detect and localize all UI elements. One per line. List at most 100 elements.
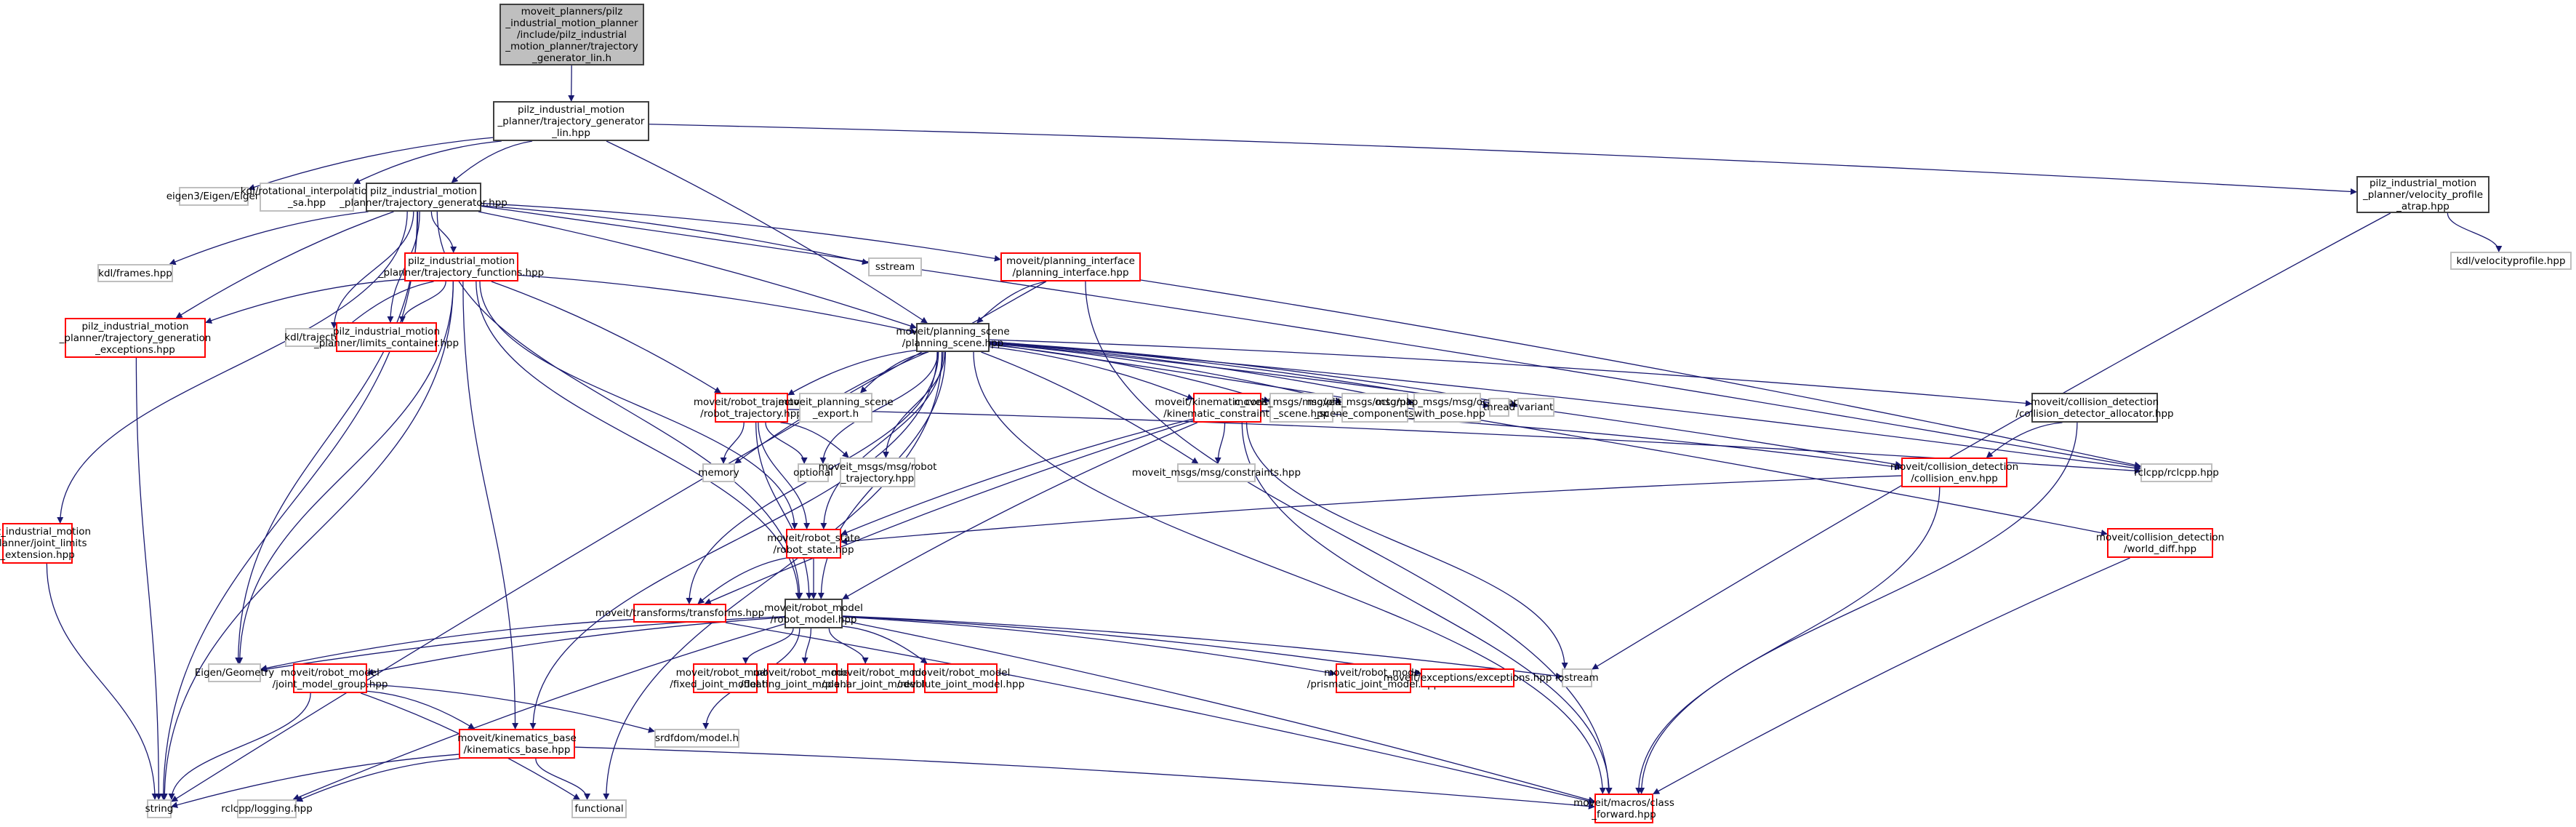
graph-node-jle[interactable]: pilz_industrial_motion _planner/joint_li… (0, 523, 91, 564)
edge-tfunc-to-tgexc (205, 279, 405, 324)
edge-tglin-to-tg (451, 140, 533, 183)
edge-tg-to-eigengeo (235, 211, 419, 664)
edge-tglin-to-ps (606, 140, 928, 324)
graph-node-velprof[interactable]: pilz_industrial_motion _planner/velocity… (2356, 176, 2489, 213)
graph-node-kc[interactable]: moveit/kinematic_constraints /kinematic_… (1155, 393, 1300, 423)
graph-node-rstate[interactable]: moveit/robot_state /robot_state.hpp (767, 529, 860, 559)
edge-ps-to-msgrt (882, 351, 945, 458)
edge-tg-to-pi (481, 202, 1001, 262)
edge-kinbase-to-string (171, 754, 460, 809)
edge-tg-to-tgexc (175, 211, 394, 319)
edge-rmodel-to-iostream (842, 615, 1562, 679)
graph-node-rmodel[interactable]: moveit/robot_model /robot_model.hpp (764, 599, 863, 628)
edge-ps-to-wdiff (989, 343, 2108, 536)
graph-node-exceptions[interactable]: moveit/exceptions/exceptions.hpp (1384, 668, 1552, 687)
edge-pi-to-rclcpp (1140, 279, 2141, 468)
graph-node-optional: optional (793, 463, 833, 482)
graph-node-msgcon: moveit_msgs/msg/constraints.hpp (1132, 463, 1301, 482)
edge-kc-to-transforms (704, 420, 1194, 604)
graph-node-string: string (145, 799, 173, 818)
edge-wdiff-to-classfwd (1653, 557, 2130, 795)
edge-tg-to-jle (57, 211, 408, 524)
edge-ps-to-cda (989, 339, 2032, 407)
graph-node-kdlframes: kdl/frames.hpp (97, 264, 173, 282)
edge-tglin-to-eigen (248, 137, 494, 191)
edge-tg-to-string (160, 211, 418, 800)
edge-rtraj-to-memory (720, 422, 745, 464)
graph-node-tfunc[interactable]: pilz_industrial_motion _planner/trajecto… (379, 252, 544, 281)
edge-ps-to-classfwd (973, 351, 1606, 794)
edge-tg-to-kdltraj (330, 211, 414, 329)
edge-ps-to-kinbase (529, 351, 938, 730)
graph-node-eigengeo: Eigen/Geometry (195, 663, 274, 682)
graph-node-cda[interactable]: moveit/collision_detection /collision_de… (2015, 393, 2174, 423)
graph-node-ps[interactable]: moveit/planning_scene /planning_scene.hp… (896, 323, 1010, 352)
graph-node-octo: octomap_msgs/msg/octomap _with_pose.hpp (1375, 393, 1520, 423)
edge-rmodel-to-fixed (742, 628, 794, 664)
graph-node-planar[interactable]: moveit/robot_model /planar_joint_model.h… (822, 663, 940, 693)
graph-node-sstream: sstream (868, 257, 922, 276)
graph-node-jmg[interactable]: moveit/robot_model /joint_model_group.hp… (273, 663, 388, 693)
graph-node-kinbase[interactable]: moveit/kinematics_base /kinematics_base.… (457, 729, 577, 759)
edge-cenv-to-classfwd (1635, 487, 1941, 794)
edge-tfunc-to-ps (518, 274, 917, 335)
edge-jmg-to-string (168, 692, 311, 800)
edge-kc-to-rmodel (842, 422, 1198, 600)
edge-tfunc-to-limits (398, 281, 446, 323)
edge-cenv-to-rstate (840, 475, 1902, 545)
edge-ps-to-functional (603, 351, 943, 800)
graph-node-limits[interactable]: pilz_industrial_motion _planner/limits_c… (314, 322, 459, 352)
edge-transforms-to-classfwd (725, 622, 1595, 804)
edge-ps-to-msgcon (981, 351, 1199, 464)
graph-node-tgexc[interactable]: pilz_industrial_motion _planner/trajecto… (60, 318, 211, 358)
graph-node-rtraj[interactable]: moveit/robot_trajectory /robot_trajector… (694, 393, 809, 423)
edge-rmodel-to-planar (828, 628, 869, 664)
graph-node-srdf: srdfdom/model.h (654, 729, 739, 748)
graph-node-wdiff[interactable]: moveit/collision_detection /world_diff.h… (2096, 528, 2224, 558)
graph-node-transforms[interactable]: moveit/transforms/transforms.hpp (595, 604, 764, 623)
edge-kc-to-iostream (1245, 422, 1568, 669)
edge-jmg-to-srdf (366, 684, 655, 733)
graph-node-msgrt: moveit_msgs/msg/robot _trajectory.hpp (819, 458, 936, 487)
edge-tfunc-to-eigengeo (236, 281, 454, 664)
edge-tg-to-rclcpp (481, 205, 2141, 470)
edge-cda-to-cenv (1986, 422, 2063, 458)
graph-node-revolute[interactable]: moveit/robot_model /revolute_joint_model… (897, 663, 1024, 693)
graph-node-fixed[interactable]: moveit/robot_model /fixed_joint_model.hp… (670, 663, 781, 693)
graph-node-classfwd[interactable]: moveit/macros/class _forward.hpp (1573, 794, 1674, 823)
graph-node-eigen: eigen3/Eigen/Eigen (166, 187, 261, 206)
edge-tglin-to-kdlrot (353, 140, 502, 184)
edge-tfunc-to-rtraj (491, 281, 721, 393)
graph-node-floating[interactable]: moveit/robot_model /floating_joint_model… (740, 663, 864, 693)
edge-rmodel-to-eigengeo (260, 615, 785, 673)
edge-kc-to-rstate (840, 418, 1194, 536)
edge-jle-to-string (46, 563, 159, 800)
graph-node-kdlvel: kdl/velocityprofile.hpp (2450, 252, 2572, 270)
edge-rmodel-to-logging (292, 623, 785, 801)
graph-node-pi[interactable]: moveit/planning_interface /planning_inte… (1000, 252, 1141, 281)
graph-node-root: moveit_planners/pilz _industrial_motion_… (499, 4, 644, 65)
edge-tfunc-to-kinbase (462, 281, 519, 730)
edge-kinbase-to-classfwd (574, 746, 1595, 810)
graph-node-cenv[interactable]: moveit/collision_detection /collision_en… (1890, 458, 2018, 487)
graph-node-functional: functional (571, 799, 627, 818)
edge-rmodel-to-prismatic (842, 616, 1336, 676)
graph-node-prismatic[interactable]: moveit/robot_model /prismatic_joint_mode… (1307, 663, 1440, 693)
edge-rmodel-to-floating (801, 628, 812, 664)
edge-tg-to-sstream (481, 205, 869, 265)
graph-node-tg[interactable]: pilz_industrial_motion _planner/trajecto… (340, 183, 507, 212)
edge-rmodel-to-classfwd (842, 620, 1595, 803)
edge-ps-to-msgpsc (989, 343, 1342, 404)
edge-tfunc-to-rstate (479, 281, 798, 530)
graph-node-tglin[interactable]: pilz_industrial_motion _planner/trajecto… (493, 101, 649, 141)
edge-pi-to-string (171, 281, 1047, 802)
edge-ps-to-rtraj (787, 349, 917, 396)
edge-rtraj-to-rstate (758, 422, 811, 530)
edge-rstate-to-transforms (697, 557, 787, 604)
edge-rtraj-to-rmodel (755, 422, 813, 599)
edge-kinbase-to-logging (296, 758, 460, 802)
edge-tfunc-to-rmodel (476, 281, 802, 599)
graph-node-memory: memory (698, 463, 739, 482)
edge-cda-to-classfwd (1638, 422, 2078, 794)
edge-tgexc-to-string (135, 357, 162, 800)
